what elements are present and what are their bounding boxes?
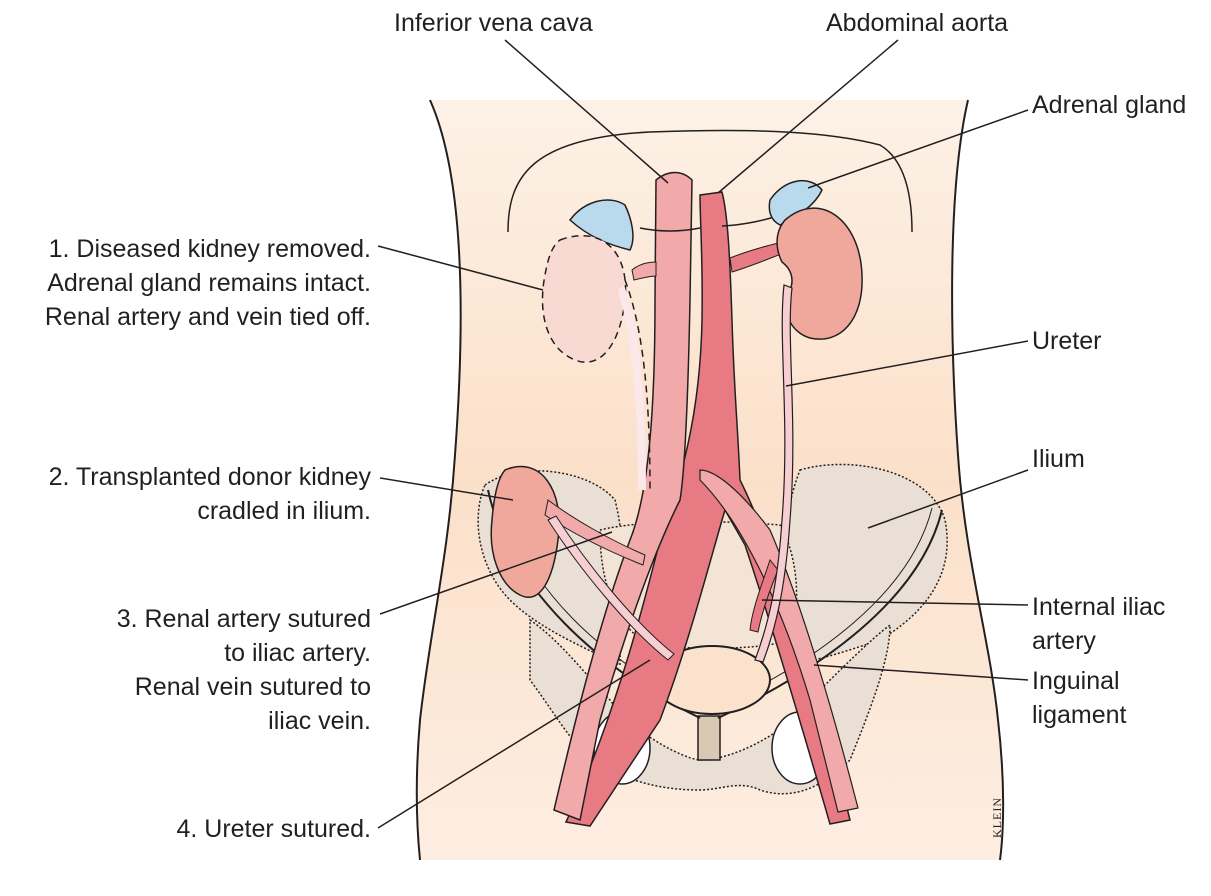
label-step1: 1. Diseased kidney removed. Adrenal glan… xyxy=(45,232,371,334)
iliac-vein-right xyxy=(699,469,859,813)
label-abdominal-aorta: Abdominal aorta xyxy=(826,9,1009,37)
step1-line1: 1. Diseased kidney removed. xyxy=(48,235,371,263)
inguinal-line2: ligament xyxy=(1032,701,1127,729)
label-ureter: Ureter xyxy=(1032,327,1102,355)
label-inferior-vena-cava: Inferior vena cava xyxy=(394,9,593,37)
removed-ureter xyxy=(624,279,651,491)
transplant-vessels xyxy=(544,499,646,566)
removed-ureter-fill xyxy=(618,285,646,490)
leader-step1 xyxy=(377,245,544,291)
leader-ureter xyxy=(785,340,1029,387)
leader-inguinal xyxy=(813,664,1029,681)
renal-vein-left-stump xyxy=(631,261,657,281)
step3-line2: to iliac artery. xyxy=(224,639,371,667)
artist-signature: KLEIN xyxy=(990,797,1004,838)
step3-line1: 3. Renal artery sutured xyxy=(116,605,371,633)
label-step2: 2. Transplanted donor kidney cradled in … xyxy=(49,460,371,528)
pubic-symphysis xyxy=(697,715,721,761)
leader-ilium xyxy=(867,469,1029,529)
inferior-vena-cava xyxy=(553,171,693,822)
leader-abdominal-aorta xyxy=(717,39,899,194)
label-adrenal-gland: Adrenal gland xyxy=(1032,91,1187,119)
step2-line2: cradled in ilium. xyxy=(197,497,371,525)
leader-internal-iliac xyxy=(761,599,1029,606)
leader-step4 xyxy=(377,659,651,829)
ureter-right xyxy=(754,284,794,663)
leader-inferior-vena-cava xyxy=(504,39,669,184)
transplanted-kidney xyxy=(490,465,560,598)
leader-lines xyxy=(377,39,1029,829)
torso-left-edge xyxy=(415,99,462,861)
internal-iliac-line1: Internal iliac xyxy=(1032,593,1166,621)
torso-right-edge xyxy=(951,99,1005,861)
label-internal-iliac-artery: Internal iliac artery xyxy=(1032,590,1165,658)
inguinal-line1: Inguinal xyxy=(1032,667,1120,695)
kidney-right xyxy=(776,207,863,340)
adrenal-gland-right xyxy=(768,180,823,226)
transplant-ureter xyxy=(547,515,675,661)
removed-kidney xyxy=(541,235,627,363)
rib-cage xyxy=(507,129,913,233)
step1-line3: Renal artery and vein tied off. xyxy=(44,303,371,331)
leader-step2 xyxy=(379,477,514,501)
step3-line4: iliac vein. xyxy=(268,707,371,735)
step3-line3: Renal vein sutured to xyxy=(134,673,371,701)
label-step4: 4. Ureter sutured. xyxy=(176,815,371,843)
step2-line1: 2. Transplanted donor kidney xyxy=(48,463,371,491)
internal-iliac-artery xyxy=(749,558,779,633)
leader-step3 xyxy=(379,531,613,615)
step1-line2: Adrenal gland remains intact. xyxy=(47,269,371,297)
leader-adrenal-gland xyxy=(807,109,1029,189)
label-step3: 3. Renal artery sutured to iliac artery.… xyxy=(117,602,371,738)
label-inguinal-ligament: Inguinal ligament xyxy=(1032,664,1127,732)
internal-iliac-line2: artery xyxy=(1032,627,1096,655)
label-ilium: Ilium xyxy=(1032,445,1085,473)
